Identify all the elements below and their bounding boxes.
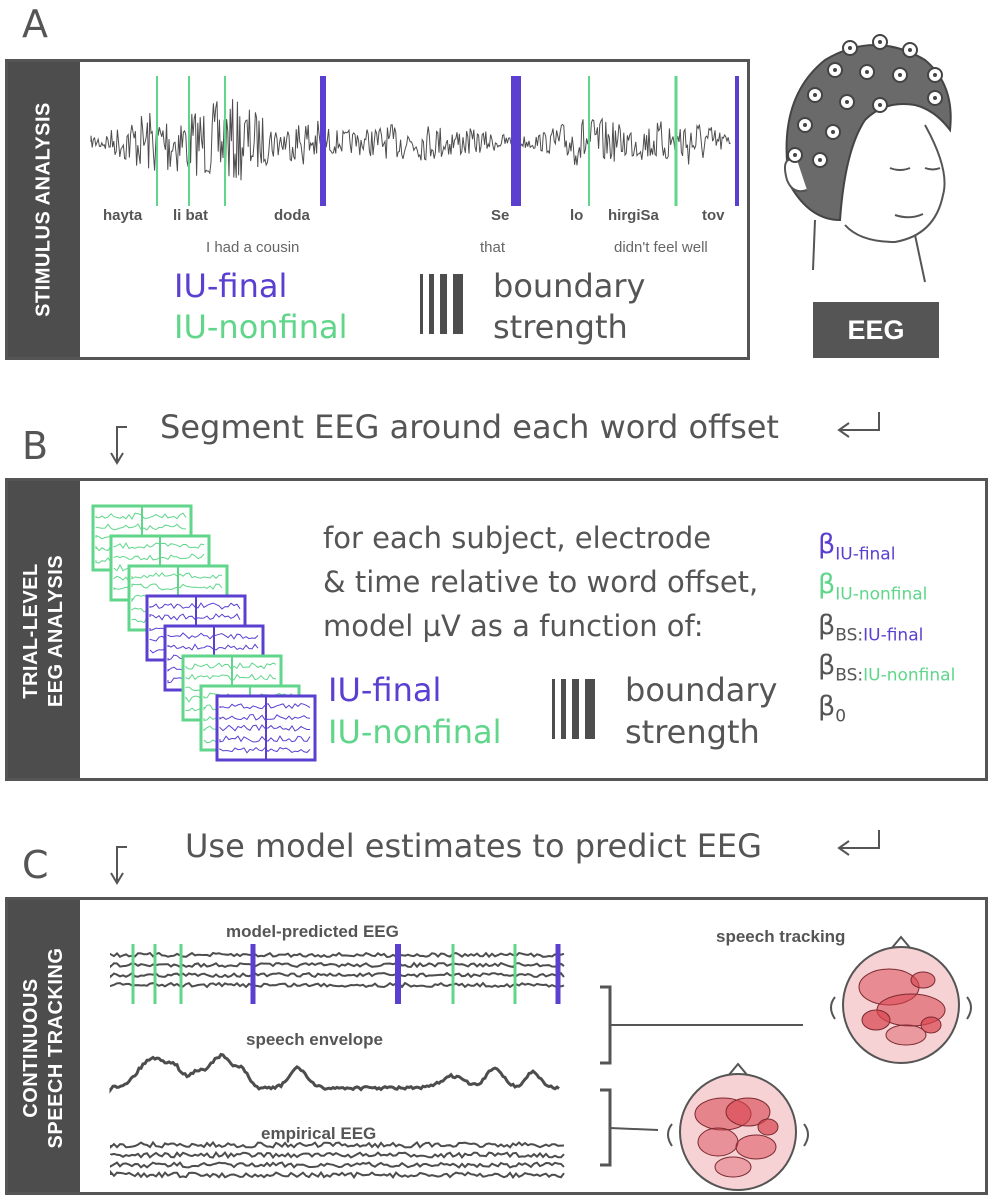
predict-eeg-text: Use model estimates to predict EEG: [185, 827, 762, 865]
iu-final-boundary-3: [320, 76, 326, 206]
iu-nonfinal-boundary-1: [188, 76, 190, 206]
beta-1: βIU-nonfinal: [818, 569, 928, 605]
legend-boundary: boundary: [493, 267, 646, 305]
model-predicted-eeg-label: model-predicted EEG: [226, 922, 399, 941]
legend-b-strength: strength: [625, 713, 760, 751]
speech-tracking-box: CONTINUOUS SPEECH TRACKING model-predict…: [5, 897, 988, 1195]
legend-strength: strength: [493, 308, 628, 346]
iu-nonfinal-boundary-6: [674, 76, 678, 206]
predicted-boundary-3: [250, 944, 256, 1004]
iu-nonfinal-boundary-2: [224, 76, 226, 206]
trial-level-label-line2: EEG ANALYSIS: [45, 554, 67, 708]
model-predicted-traces: [110, 951, 565, 989]
legend-b-boundary: boundary: [625, 671, 778, 709]
topomap-lower: [667, 1062, 809, 1191]
speech-tracking-label-line1: CONTINUOUS: [20, 978, 42, 1118]
speech-tracking-illustration: [109, 935, 972, 1191]
empirical-eeg-traces: [110, 1140, 565, 1180]
speech-tracking-label: CONTINUOUS SPEECH TRACKING: [19, 898, 69, 1198]
panel-c-letter: C: [22, 843, 49, 887]
trial-level-sidebar: TRIAL-LEVEL EEG ANALYSIS: [8, 481, 80, 778]
eeg-cap-head: [784, 34, 952, 283]
down-arrow-c-icon: [110, 846, 127, 885]
gloss-cousin: I had a cousin: [206, 239, 300, 256]
iu-nonfinal-boundary-5: [588, 76, 590, 206]
speech-envelope-label: speech envelope: [246, 1030, 384, 1049]
return-arrow-b-icon: [837, 412, 880, 438]
word-se: Se: [491, 207, 510, 224]
stimulus-analysis-box: STIMULUS ANALYSIS hayta li bat doda Se l…: [5, 59, 750, 360]
model-desc-line1: for each subject, electrode: [323, 521, 712, 555]
panel-b-letter: B: [22, 424, 49, 468]
gloss-feel-well: didn't feel well: [614, 239, 708, 256]
trial-stack-illustration: [91, 504, 317, 762]
stimulus-analysis-sidebar: STIMULUS ANALYSIS: [8, 62, 80, 357]
boundary-strength-b-icon: [552, 679, 595, 739]
return-arrow-c-icon: [837, 830, 880, 856]
predicted-boundary-2: [179, 944, 183, 1004]
model-desc-line3: model µV as a function of:: [323, 609, 704, 643]
beta-coefficients: βIU-final βIU-nonfinal βBS:IU-final βBS:IU-…: [818, 529, 955, 731]
iu-final-boundary-7: [735, 76, 739, 206]
boundary-strength-icon: [420, 274, 463, 334]
speech-tracking-label-line2: SPEECH TRACKING: [45, 947, 67, 1149]
legend-iu-final: IU-final: [174, 267, 288, 305]
topomap-upper: [830, 935, 972, 1064]
beta-0: βIU-final: [818, 529, 896, 565]
predicted-boundary-0: [131, 944, 135, 1004]
empirical-eeg-label: empirical EEG: [261, 1124, 377, 1143]
trial-level-box: TRIAL-LEVEL EEG ANALYSIS for each subjec…: [5, 478, 988, 781]
trial-level-label-line1: TRIAL-LEVEL: [20, 563, 42, 699]
down-arrow-b-icon: [110, 426, 127, 465]
predicted-boundary-4: [395, 944, 401, 1004]
word-li-bat: li bat: [173, 207, 209, 224]
word-hirgisa: hirgiSa: [608, 207, 659, 224]
eeg-label-box: EEG: [813, 302, 939, 358]
bracket-predicted-envelope: [600, 985, 612, 1065]
predicted-boundary-6: [513, 944, 517, 1004]
stimulus-analysis-label: STIMULUS ANALYSIS: [32, 102, 55, 317]
beta-2: βBS:IU-final: [818, 609, 924, 646]
word-doda: doda: [274, 207, 310, 224]
legend-iu-nonfinal: IU-nonfinal: [174, 308, 348, 346]
trial-card-7: [215, 694, 317, 762]
trial-level-label: TRIAL-LEVEL EEG ANALYSIS: [19, 481, 69, 781]
gloss-that: that: [480, 239, 506, 256]
word-hayta: hayta: [103, 207, 143, 224]
word-tov: tov: [702, 207, 725, 224]
predicted-boundary-7: [555, 944, 561, 1004]
segment-eeg-text: Segment EEG around each word offset: [160, 408, 779, 446]
iu-final-boundary-4: [511, 76, 521, 206]
model-desc-line2: & time relative to word offset,: [323, 565, 759, 599]
speech-waveform: [90, 76, 739, 206]
speech-tracking-title: speech tracking: [716, 927, 846, 946]
bracket-envelope-empirical: [600, 1088, 612, 1167]
predicted-boundary-1: [153, 944, 157, 1004]
speech-tracking-sidebar: CONTINUOUS SPEECH TRACKING: [8, 900, 80, 1192]
iu-nonfinal-boundary-0: [156, 76, 158, 206]
beta-3: βBS:IU-nonfinal: [818, 650, 956, 686]
word-lo: lo: [570, 207, 584, 224]
predicted-boundary-5: [451, 944, 455, 1004]
beta-4: β0: [818, 690, 847, 726]
legend-b-iu-final: IU-final: [328, 671, 442, 709]
legend-b-iu-nonfinal: IU-nonfinal: [328, 713, 502, 751]
speech-envelope-trace: [109, 1052, 560, 1094]
panel-a-letter: A: [22, 2, 48, 46]
